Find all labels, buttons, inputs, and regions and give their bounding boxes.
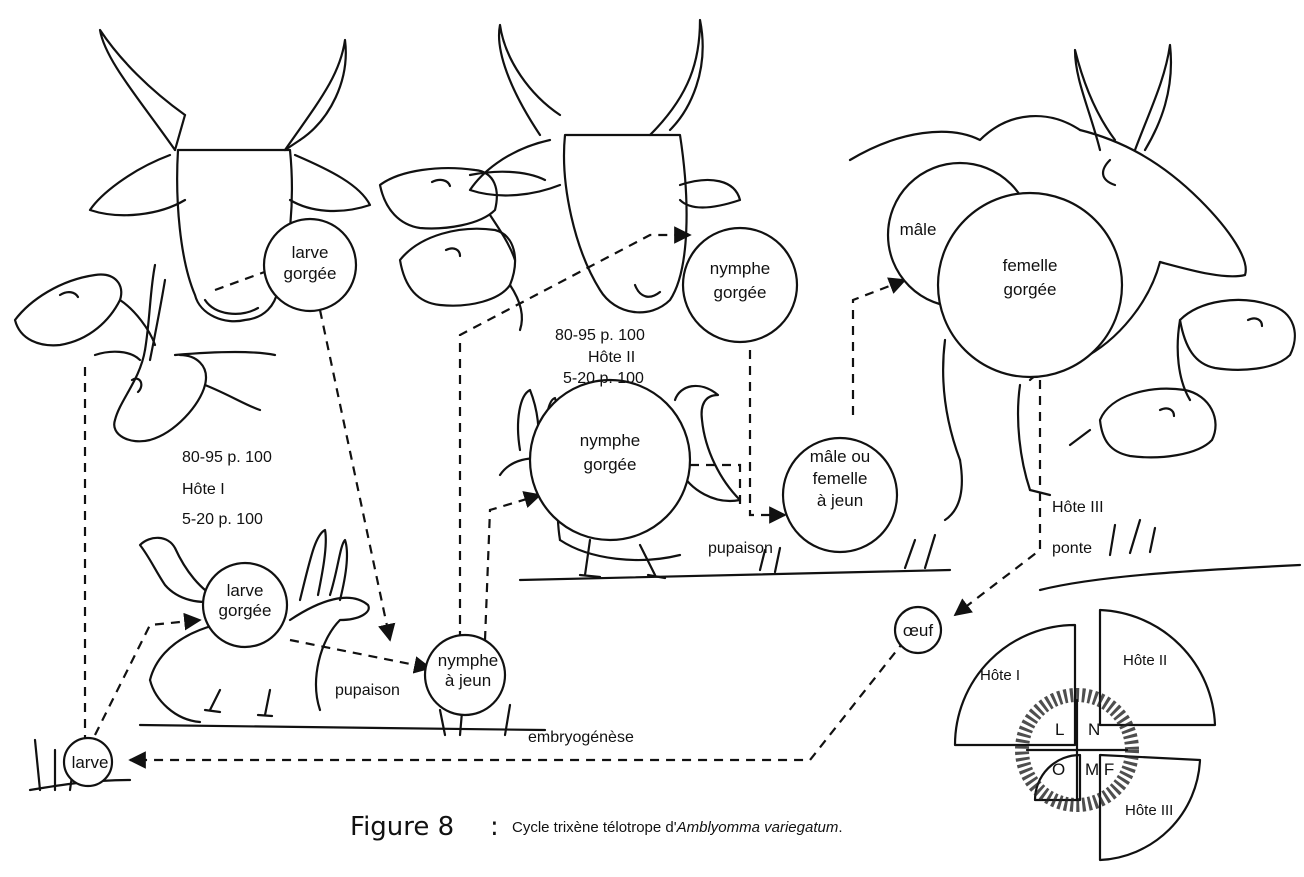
pupaison-label-1: pupaison <box>335 682 400 699</box>
embryogenese-label: embryogénèse <box>528 729 634 746</box>
caption-figure-number: Figure 8 <box>350 812 454 842</box>
node-larve: larve <box>64 738 112 786</box>
caption-text: Cycle trixène télotrope d'Amblyomma vari… <box>512 819 843 836</box>
sheep-head-icon <box>1070 389 1216 458</box>
host1-pct-low: 5-20 p. 100 <box>182 511 263 528</box>
figure-caption: Figure 8 : Cycle trixène télotrope d'Amb… <box>350 812 843 842</box>
goat-head-icon <box>380 168 545 260</box>
host-wheel: Hôte I Hôte II Hôte III L N O M F <box>955 610 1215 860</box>
wheel-label-host3: Hôte III <box>1125 802 1173 819</box>
ground-line <box>140 725 545 730</box>
wheel-quadrant-N: N <box>1088 720 1100 739</box>
ground-line <box>1040 565 1300 590</box>
node-oeuf: œuf <box>895 607 941 653</box>
wheel-quadrant-O: O <box>1052 760 1065 779</box>
host2-pct-low: 5-20 p. 100 <box>563 370 644 387</box>
grass-icon <box>35 520 1155 790</box>
goat-head-icon <box>15 275 155 360</box>
goat-head-icon <box>1178 300 1295 400</box>
host3-name: Hôte III <box>1052 499 1104 516</box>
node-label-male: mâle <box>900 220 937 239</box>
ponte-label: ponte <box>1052 540 1092 557</box>
node-label-oeuf: œuf <box>903 621 934 640</box>
host2-pct-high: 80-95 p. 100 <box>555 327 645 344</box>
wheel-quadrant-L: L <box>1055 720 1064 739</box>
node-label-larve: larve <box>72 753 109 772</box>
host1-pct-high: 80-95 p. 100 <box>182 449 272 466</box>
wheel-quadrant-MF: M F <box>1085 760 1114 779</box>
host1-name: Hôte I <box>182 481 225 498</box>
wheel-label-host1: Hôte I <box>980 667 1020 684</box>
wheel-label-host2: Hôte II <box>1123 652 1167 669</box>
caption-separator: : <box>490 812 499 842</box>
sheep-head-icon <box>400 229 522 330</box>
pupaison-label-2: pupaison <box>708 540 773 557</box>
host2-name: Hôte II <box>588 349 635 366</box>
